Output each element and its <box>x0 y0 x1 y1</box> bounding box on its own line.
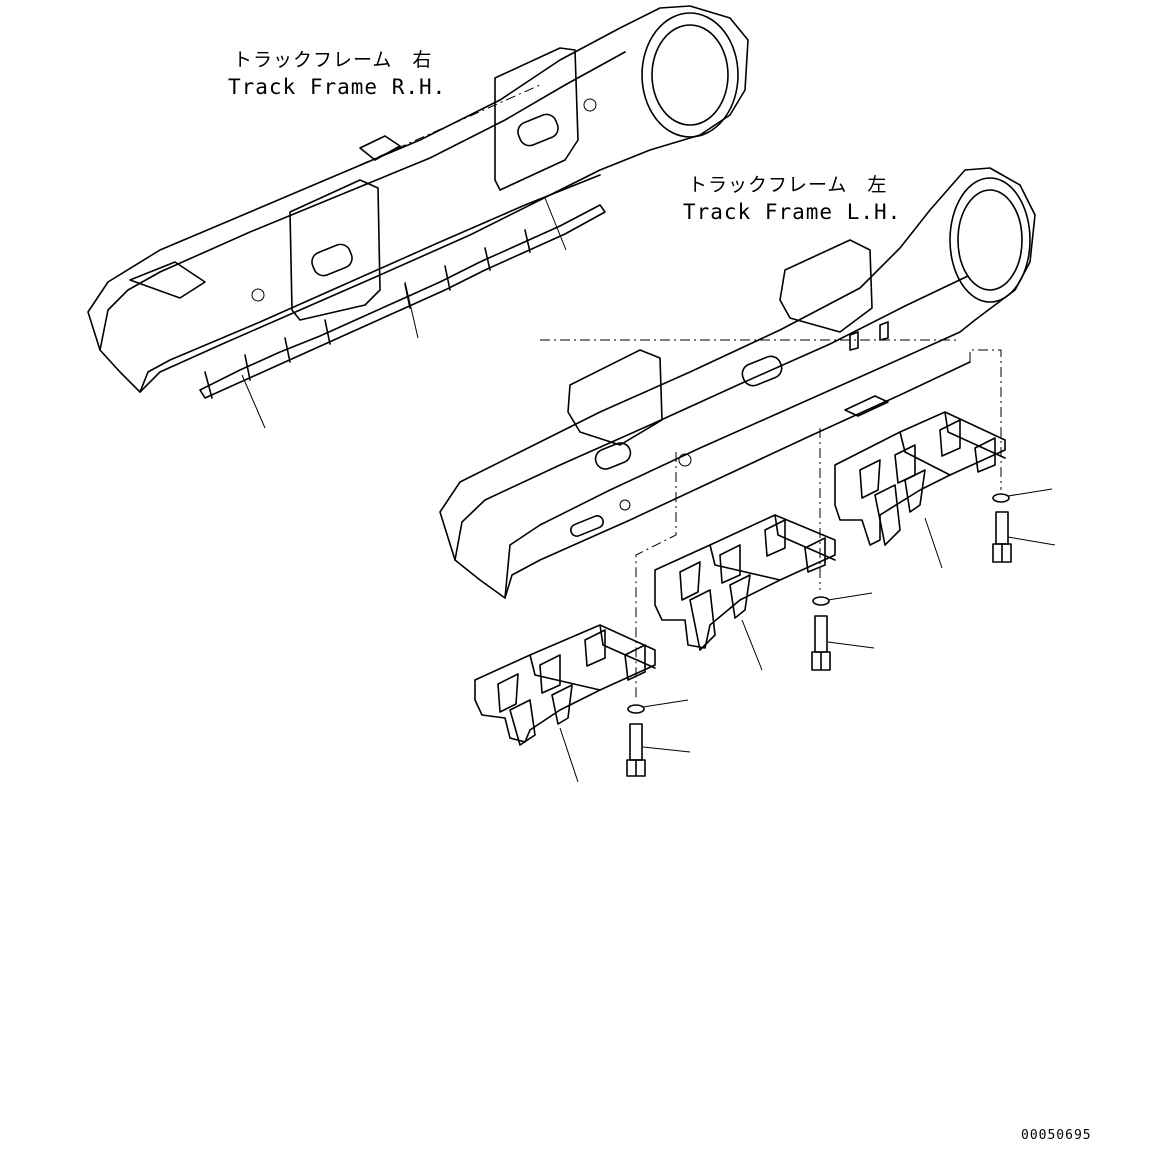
washer-rear <box>992 493 1010 503</box>
lh-frame-label-jp: トラックフレーム 左 <box>688 174 888 196</box>
lh-frame-label-en: Track Frame L.H. <box>683 200 902 224</box>
rh-frame-label-en: Track Frame R.H. <box>228 75 447 99</box>
assembly-centerlines <box>359 84 1002 700</box>
bolt-shank-rear <box>995 511 1009 545</box>
roller-guard-rear <box>834 411 1006 546</box>
washer-front <box>627 704 645 714</box>
bolt-set-middle <box>811 592 875 671</box>
bolt-set-front <box>626 699 691 777</box>
guard-rear-leader <box>924 517 943 569</box>
guard-front-leader <box>559 727 579 783</box>
washer-middle <box>812 596 830 606</box>
rh-front-plate <box>289 179 381 321</box>
drawing-number: 00050695 <box>1021 1128 1092 1143</box>
rh-sprocket-mount <box>641 12 739 138</box>
bolt-shank-middle <box>814 615 828 653</box>
track-frame-rh <box>87 5 749 399</box>
guard-middle-leader <box>741 619 763 671</box>
rh-frame-label-jp: トラックフレーム 右 <box>233 49 433 71</box>
lh-sprocket-mount <box>949 177 1031 303</box>
roller-guard-middle <box>654 514 836 651</box>
track-frame-lh <box>439 167 1036 599</box>
rh-leader-2 <box>544 197 567 251</box>
rh-leader-1 <box>404 281 419 339</box>
bolt-set-rear <box>992 488 1056 563</box>
roller-guard-front <box>474 624 656 746</box>
rh-rear-plate <box>494 47 579 191</box>
rh-leader-3 <box>241 374 266 429</box>
bolt-shank-front <box>629 723 643 761</box>
